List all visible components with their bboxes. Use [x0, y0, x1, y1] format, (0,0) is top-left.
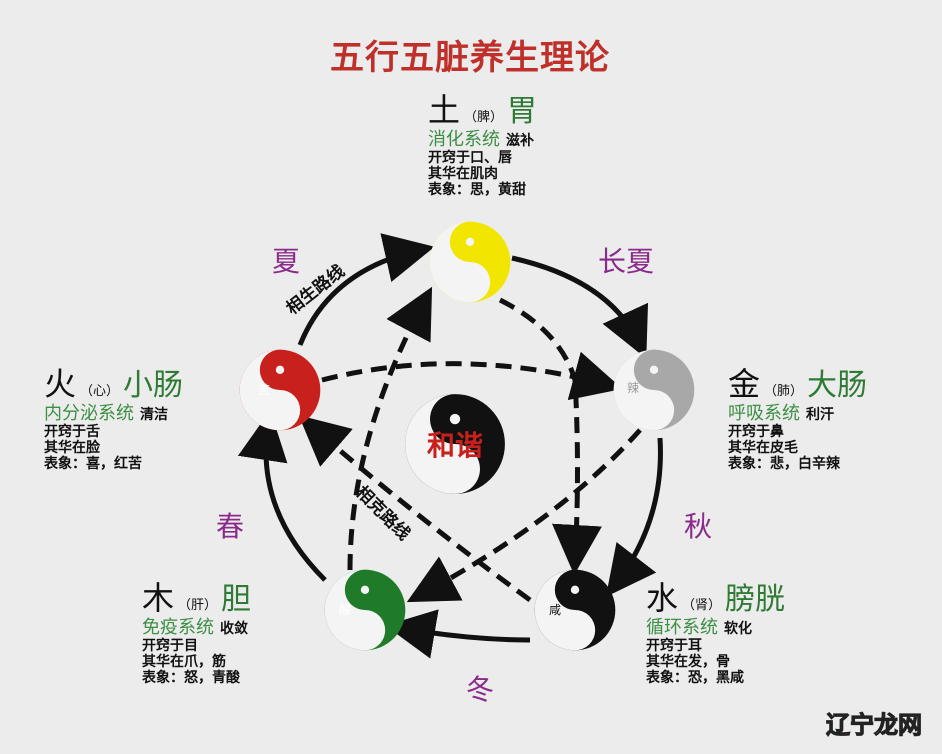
line-metal-wood: [406, 428, 642, 603]
info-line: 表象：喜，红苦: [44, 456, 142, 473]
fu-organ: 胆: [221, 582, 252, 617]
water-taste: 咸: [549, 603, 561, 617]
element-name: 木: [142, 579, 175, 617]
element-name: 土: [428, 91, 461, 129]
metal-yinyang-icon: [613, 349, 695, 431]
info-line: 表象：悲，白辛辣: [728, 456, 840, 473]
fire-taste: 苦: [258, 383, 270, 397]
action: 滋补: [506, 132, 534, 149]
generating-path: [238, 233, 663, 659]
water-yinyang-icon: [534, 569, 616, 651]
earth-info: 土（脾）胃 消化系统滋补 开窍于口、唇 其华在肌肉 表象：思，黄甜: [428, 91, 538, 199]
watermark-logo: 辽宁龙网: [826, 705, 923, 740]
metal-info: 金（肺）大肠 呼吸系统利汗 开窍于鼻 其华在皮毛 表象：悲，白辛辣: [728, 365, 868, 473]
line-fire-metal: [321, 351, 623, 401]
info-line: 开窍于口、唇: [428, 150, 512, 167]
info-line: 其华在脸: [44, 440, 100, 457]
info-line: 开窍于耳: [646, 638, 702, 655]
season-summer: 夏: [272, 245, 301, 278]
organ-name: （肝）: [178, 598, 218, 613]
action: 利汗: [806, 406, 834, 423]
fu-organ: 膀胱: [725, 582, 786, 617]
diagram-title: 五行五脏养生理论: [330, 38, 610, 78]
organ-name: （肾）: [682, 598, 722, 613]
line-wood-earth: [347, 286, 433, 571]
system: 内分泌系统: [44, 402, 134, 424]
season-autumn: 秋: [684, 510, 713, 543]
fire-yinyang-icon: [239, 349, 321, 431]
watermark-part1: 辽宁: [826, 711, 875, 740]
info-line: 其华在发，骨: [646, 654, 730, 671]
arc-water-wood: [385, 609, 531, 659]
fu-organ: 大肠: [807, 368, 868, 403]
action: 清洁: [140, 406, 168, 423]
element-name: 金: [728, 365, 761, 403]
info-line: 开窍于舌: [44, 424, 100, 441]
arc-wood-fire: [238, 410, 327, 582]
fu-organ: 胃: [507, 94, 538, 129]
organ-name: （心）: [80, 384, 120, 399]
info-line: 其华在爪，筋: [142, 654, 226, 671]
element-name: 火: [44, 365, 77, 403]
system: 循环系统: [646, 616, 718, 638]
fu-organ: 小肠: [123, 368, 184, 403]
organ-name: （肺）: [764, 384, 804, 399]
system: 消化系统: [428, 128, 500, 150]
action: 软化: [724, 620, 752, 637]
arc-earth-metal: [511, 255, 649, 359]
info-line: 表象：恐，黑咸: [646, 670, 744, 687]
wood-yinyang-icon: [324, 569, 406, 651]
wood-taste: 酸: [339, 602, 351, 617]
arc-metal-water: [605, 437, 663, 597]
watermark-part2: 龙网: [874, 711, 923, 740]
season-winter: 冬: [466, 673, 495, 706]
controlling-path-label: 相克路线: [351, 482, 414, 545]
info-line: 开窍于目: [142, 638, 198, 655]
organ-name: （脾）: [464, 110, 504, 125]
metal-taste: 辣: [627, 381, 639, 395]
info-line: 表象：思，黄甜: [428, 182, 526, 199]
info-line: 开窍于鼻: [728, 424, 784, 441]
fire-info: 火（心）小肠 内分泌系统清洁 开窍于舌 其华在脸 表象：喜，红苦: [44, 365, 184, 473]
info-line: 表象：怒，青酸: [142, 670, 240, 687]
earth-yinyang-icon: [429, 221, 511, 303]
water-info: 水（肾）膀胱 循环系统软化 开窍于耳 其华在发，骨 表象：恐，黑咸: [646, 579, 786, 687]
arc-fire-earth: [297, 233, 435, 346]
info-line: 其华在肌肉: [428, 166, 498, 183]
season-late-summer: 长夏: [598, 245, 655, 278]
wood-info: 木（肝）胆 免疫系统收敛 开窍于目 其华在爪，筋 表象：怒，青酸: [142, 579, 252, 687]
info-line: 其华在皮毛: [728, 440, 798, 457]
system: 免疫系统: [142, 616, 214, 638]
center-label: 和谐: [427, 429, 483, 462]
action: 收敛: [220, 620, 248, 637]
season-spring: 春: [216, 510, 245, 543]
line-water-fire: [298, 415, 532, 603]
element-name: 水: [646, 579, 679, 617]
system: 呼吸系统: [728, 402, 800, 424]
controlling-path: [298, 286, 642, 603]
